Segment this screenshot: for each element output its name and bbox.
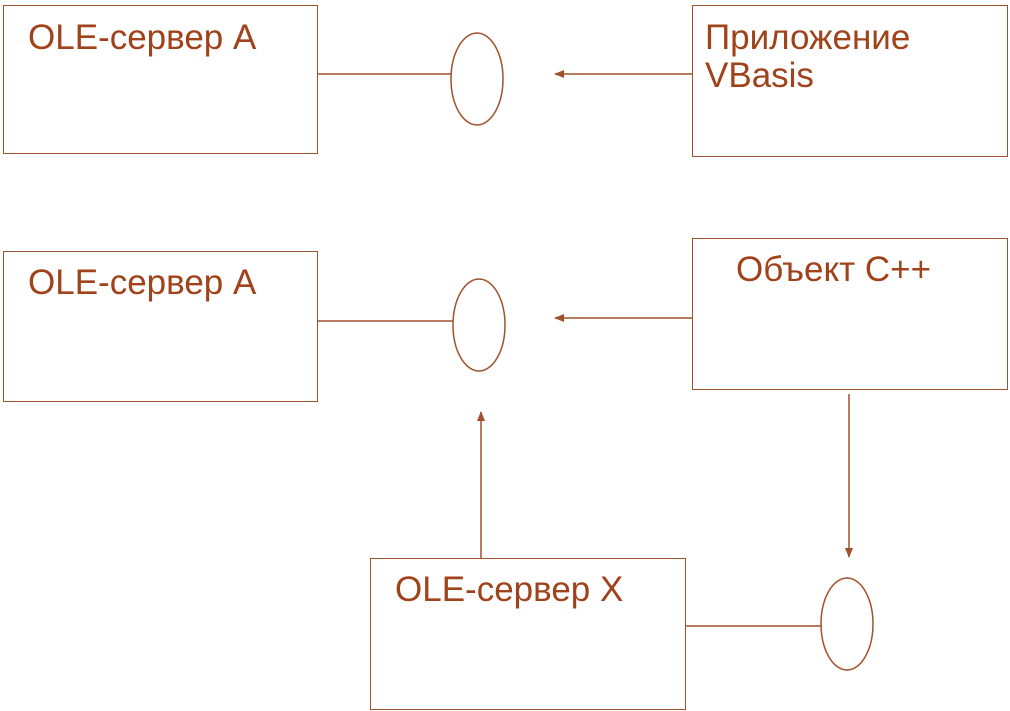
server-a-top-interface-ellipse (450, 32, 504, 126)
cpp-object-box: Объект C++ (692, 238, 1008, 390)
server-a-middle-label: OLE-сервер A (28, 263, 257, 302)
server-a-middle-box: OLE-сервер A (3, 251, 318, 402)
server-x-label: OLE-сервер X (395, 570, 624, 609)
server-x-interface-ellipse (820, 577, 874, 671)
vbasis-app-label: Приложение VBasis (705, 18, 911, 95)
vbasis-app-box: Приложение VBasis (692, 5, 1008, 157)
server-a-middle-interface-ellipse (452, 278, 506, 372)
server-a-top-label: OLE-сервер A (28, 18, 257, 57)
server-x-box: OLE-сервер X (370, 558, 686, 710)
server-a-top-box: OLE-сервер A (3, 5, 318, 154)
cpp-object-label: Объект C++ (736, 250, 932, 289)
